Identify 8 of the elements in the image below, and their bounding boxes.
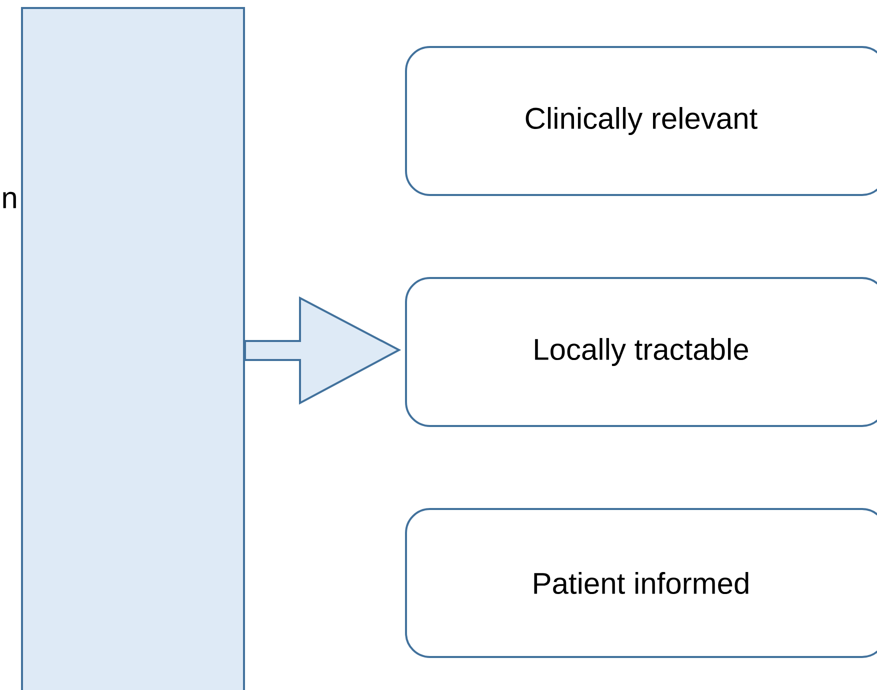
rounded-box [405,277,877,427]
box-text: Patient informed [534,572,748,594]
rounded-box [405,46,877,196]
box-text: Locally tractable [535,338,748,366]
rounded-box [405,508,877,658]
block-arrow [244,296,402,405]
box-text: Clinically relevant [526,107,758,135]
tall-bar [21,7,245,690]
